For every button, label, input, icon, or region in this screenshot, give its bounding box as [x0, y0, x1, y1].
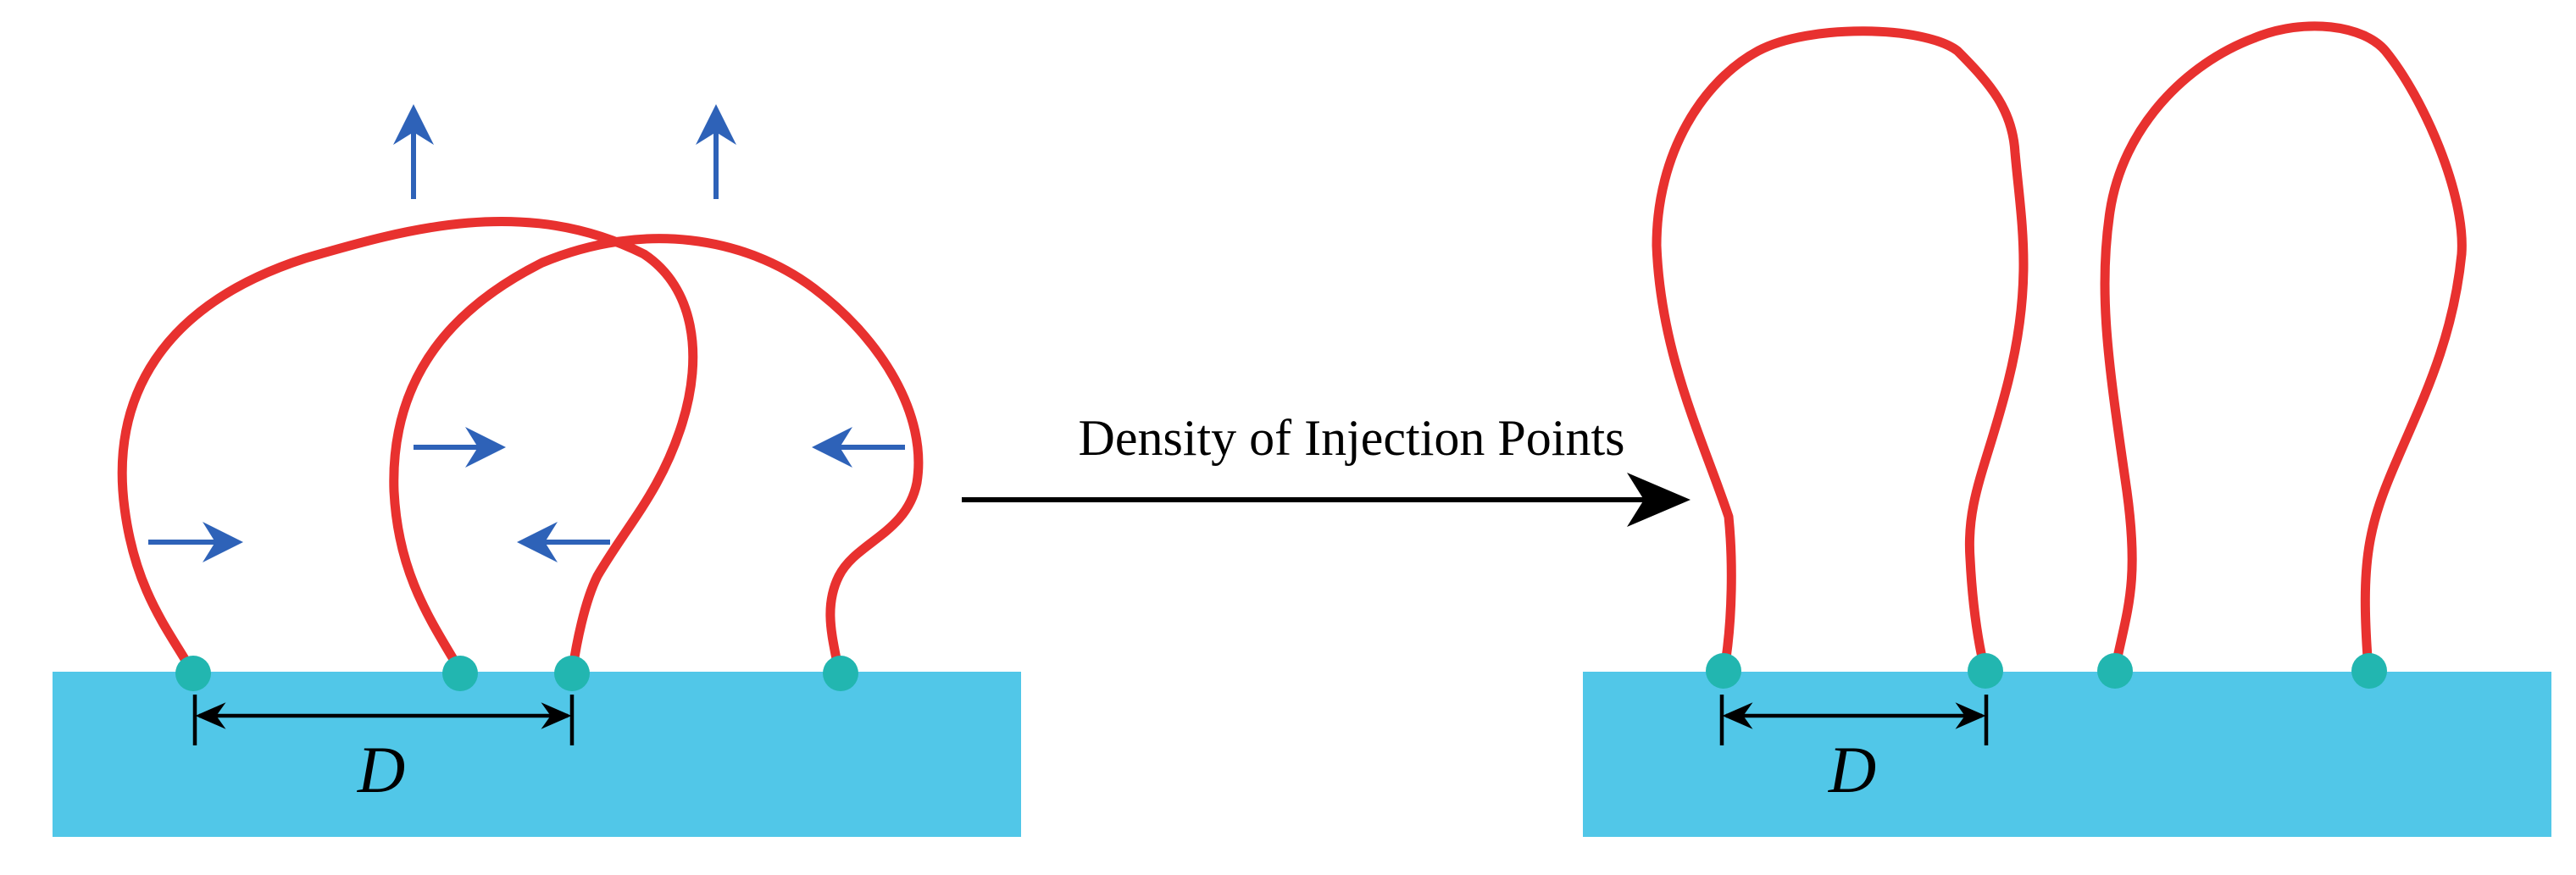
left-dimension: D	[192, 695, 575, 806]
left-loop-outer	[117, 217, 698, 678]
left-dimension-label: D	[357, 733, 405, 806]
right-substrate	[1583, 672, 2551, 837]
right-loop-1	[1652, 26, 2029, 674]
left-injection-point-4	[823, 656, 858, 691]
left-injection-point-3	[554, 656, 590, 691]
left-injection-point-2	[442, 656, 478, 691]
right-injection-point-4	[2351, 653, 2387, 689]
left-loop-inner	[389, 234, 924, 678]
right-injection-point-1	[1706, 653, 1741, 689]
right-injection-point-3	[2097, 653, 2133, 689]
left-panel: D	[53, 104, 1021, 837]
right-dimension-label: D	[1828, 733, 1876, 806]
right-injection-point-2	[1968, 653, 2003, 689]
transition-label: Density of Injection Points	[1079, 410, 1625, 466]
left-substrate	[53, 672, 1021, 837]
left-injection-point-1	[175, 656, 211, 691]
transition: Density of Injection Points	[962, 410, 1690, 527]
right-dimension: D	[1719, 695, 1989, 806]
right-panel: D	[1583, 21, 2551, 837]
transition-arrow-head	[1627, 473, 1690, 527]
right-loop-2	[2100, 21, 2467, 674]
